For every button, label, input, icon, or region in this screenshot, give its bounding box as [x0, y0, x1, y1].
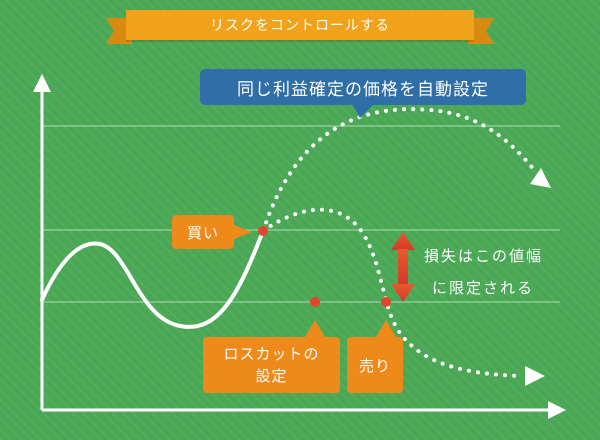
stop-loss-callout: ロスカットの 設定: [203, 337, 340, 393]
take-profit-arrowhead-icon: [530, 168, 551, 188]
sell-label: 売り: [358, 356, 391, 375]
take-profit-projection-path: [261, 107, 538, 233]
loss-limit-note: 損失はこの値幅 に限定される: [424, 240, 543, 304]
stop-loss-marker: [310, 297, 320, 307]
sell-callout-pointer: [376, 320, 396, 337]
loss-limit-line2: に限定される: [432, 279, 535, 297]
banner-left-tail: [106, 18, 132, 44]
entry-point-marker: [258, 226, 268, 236]
take-profit-label: 同じ利益確定の価格を自動設定: [237, 79, 489, 100]
title-banner: リスクをコントロールする: [126, 10, 474, 40]
stop-loss-label-line1: ロスカットの: [223, 345, 320, 363]
loss-range-double-arrow-icon: [391, 232, 415, 302]
buy-callout: 買い: [172, 215, 234, 249]
banner-title: リスクをコントロールする: [210, 18, 390, 34]
y-axis-arrow-icon: [33, 74, 51, 92]
stop-loss-label-line2: 設定: [255, 367, 288, 385]
stop-loss-callout-pointer: [305, 320, 325, 337]
take-profit-callout: 同じ利益確定の価格を自動設定: [200, 69, 526, 105]
stop-loss-arrowhead-icon: [525, 366, 545, 386]
sell-point-marker: [381, 297, 391, 307]
take-profit-callout-pointer: [352, 104, 374, 118]
price-history-curve: [40, 229, 265, 329]
banner-right-tail: [468, 18, 494, 44]
sell-callout: 売り: [347, 337, 403, 393]
stop-loss-projection-path: [261, 207, 524, 378]
buy-label: 買い: [186, 223, 219, 242]
x-axis-arrow-icon: [548, 401, 566, 419]
buy-callout-pointer: [234, 225, 252, 239]
loss-limit-line1: 損失はこの値幅: [424, 247, 544, 265]
